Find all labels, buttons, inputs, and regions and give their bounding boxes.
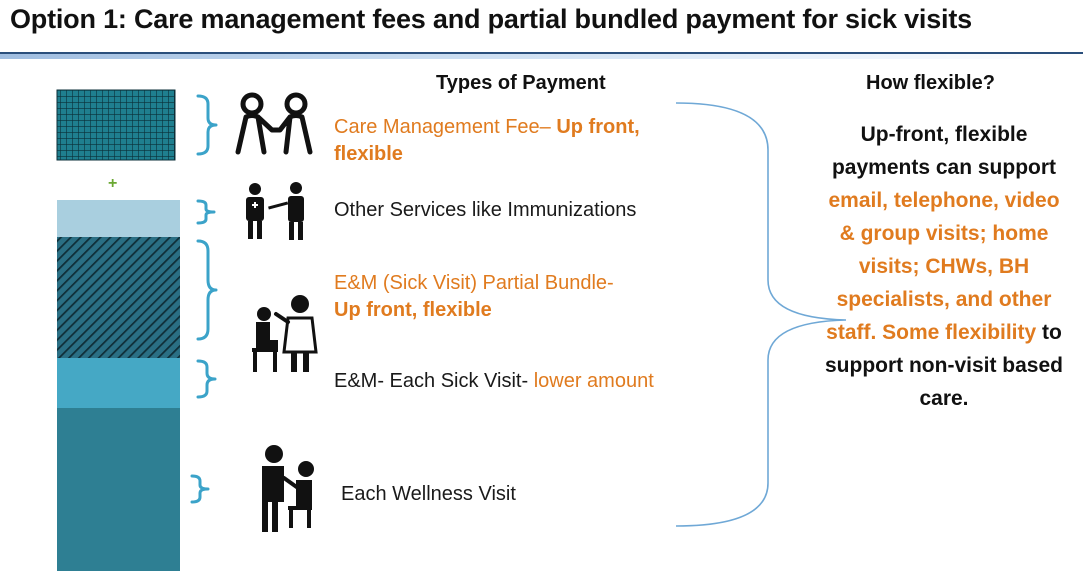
wellness-exam-icon [262, 445, 314, 532]
flexibility-text-intro: Up-front, flexible payments can support [831, 123, 1057, 179]
large-curly-brace [675, 102, 847, 527]
plus-sign: + [108, 175, 118, 192]
other-services-segment [57, 200, 180, 237]
wellness-visit-segment [57, 408, 180, 571]
wellness-visit-label: Each Wellness Visit [341, 483, 516, 505]
flexibility-text-highlight: email, telephone, video & group visits; … [826, 189, 1060, 344]
other-services-label: Other Services like Immunizations [334, 199, 637, 221]
partial-bundle-label: E&M (Sick Visit) Partial Bundle- Up fron… [334, 272, 614, 321]
holding-hands-icon [235, 92, 313, 155]
bracket-other-services [196, 199, 216, 225]
bracket-partial-bundle [196, 239, 218, 341]
care-management-label: Care Management Fee– Up front, flexible [334, 116, 640, 165]
flexibility-description: Up-front, flexible payments can support … [822, 118, 1066, 415]
page-title: Option 1: Care management fees and parti… [10, 4, 972, 34]
flexibility-text-end: to support non-visit based care. [824, 321, 1063, 410]
sick-visit-segment [57, 358, 180, 408]
types-of-payment-header: Types of Payment [436, 72, 606, 94]
how-flexible-header: How flexible? [866, 72, 995, 94]
bracket-wellness [190, 474, 210, 504]
title-rule [0, 52, 1083, 54]
sick-visit-label: E&M- Each Sick Visit- lower amount [334, 370, 654, 392]
bracket-sick-visit [196, 359, 217, 399]
title-rule-gradient [0, 54, 1083, 59]
bracket-care-management [196, 94, 218, 156]
doctor-patient-icon [252, 295, 318, 372]
immunization-icon [246, 182, 304, 240]
partial-bundle-segment [57, 237, 180, 358]
care-management-block [56, 89, 176, 161]
